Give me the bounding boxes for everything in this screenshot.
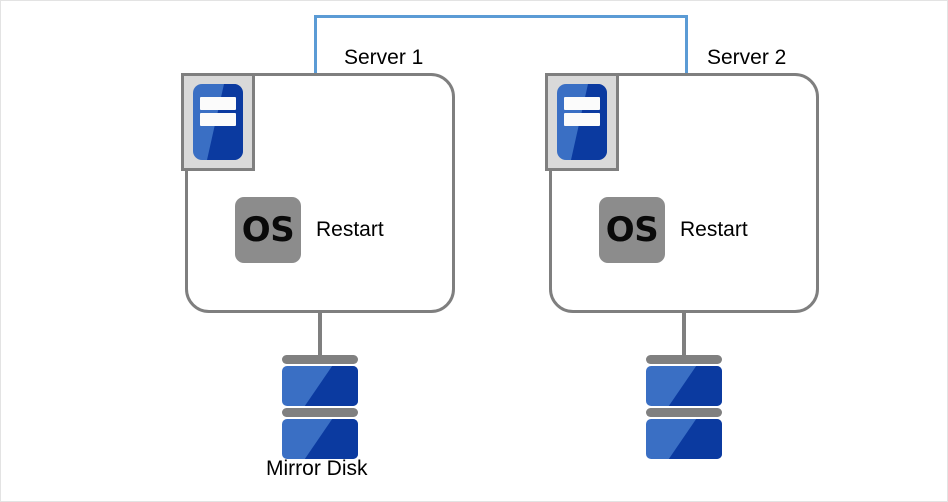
disk-bar-middle: [282, 408, 358, 417]
disk-platter-upper: [282, 366, 358, 406]
os-badge-icon: OS: [599, 197, 665, 263]
disk-bar-middle: [646, 408, 722, 417]
machine-slot-upper: [564, 96, 600, 110]
machine-slot-lower: [564, 112, 600, 126]
server2-disk-connector: [682, 311, 686, 359]
server1-status-label: Restart: [316, 218, 384, 241]
disk-platter-lower: [646, 419, 722, 459]
disk-platter-lower: [282, 419, 358, 459]
disk-bar-top: [282, 355, 358, 364]
machine-slot-upper: [200, 96, 236, 110]
os-badge-icon: OS: [235, 197, 301, 263]
server-machine-icon: [181, 73, 255, 171]
server2-status-row: OS Restart: [599, 197, 748, 263]
server2-label: Server 2: [707, 46, 787, 69]
interconnect-link: [314, 15, 688, 75]
server1-disk-connector: [318, 311, 322, 359]
disk-bar-top: [646, 355, 722, 364]
server-machine-icon: [545, 73, 619, 171]
server2-status-label: Restart: [680, 218, 748, 241]
machine-body: [557, 84, 607, 160]
server1-status-row: OS Restart: [235, 197, 384, 263]
machine-slot-lower: [200, 112, 236, 126]
server1-label: Server 1: [344, 46, 424, 69]
server1-mirror-disk-icon: [282, 355, 358, 461]
machine-body: [193, 84, 243, 160]
mirror-disk-caption: Mirror Disk: [266, 457, 368, 480]
server2-mirror-disk-icon: [646, 355, 722, 461]
disk-platter-upper: [646, 366, 722, 406]
